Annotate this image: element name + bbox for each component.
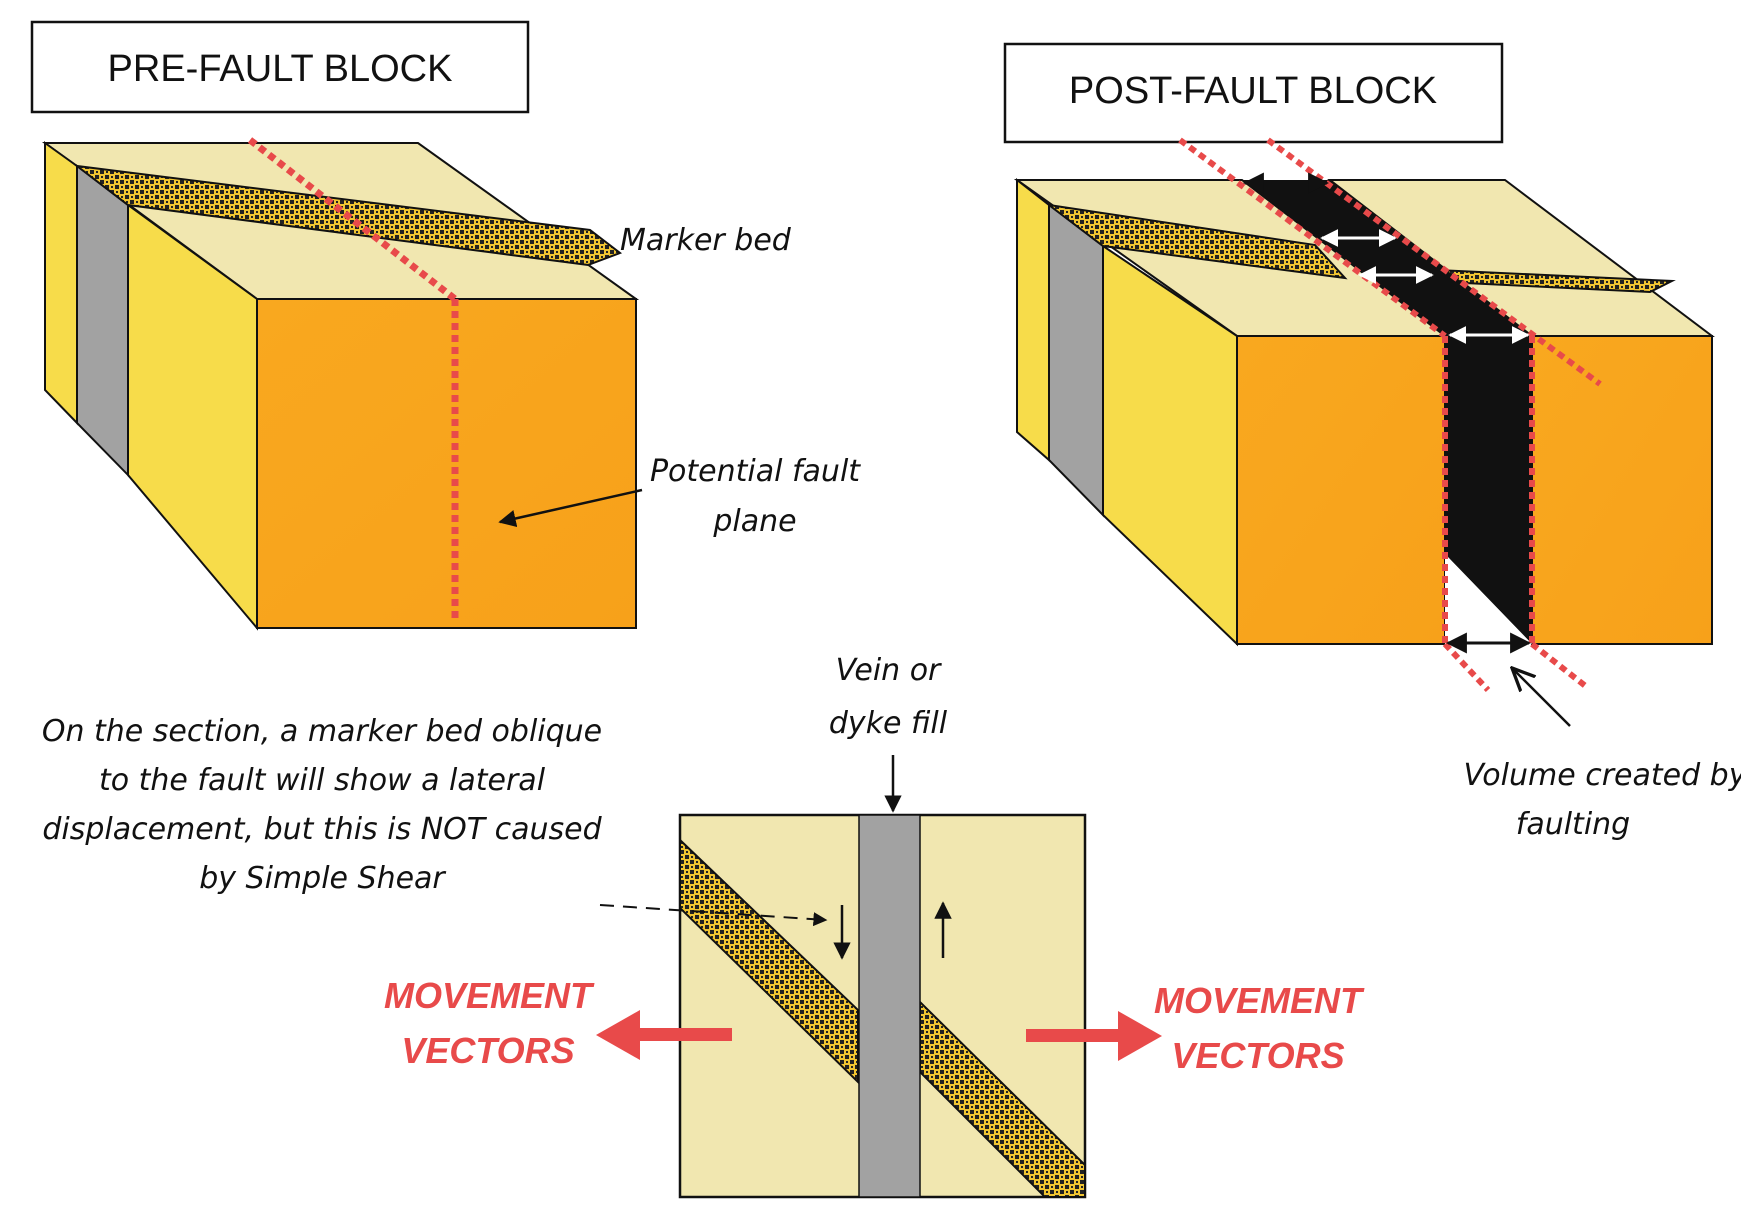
- fault-plane-label-line-2: plane: [712, 504, 796, 539]
- movement-left-arrow: [596, 1010, 732, 1060]
- movement-right-line-1: MOVEMENT: [1154, 980, 1365, 1021]
- cross-section: [599, 813, 1087, 1199]
- volume-pointer-arrow: [1512, 668, 1571, 727]
- pre-side-yellow-1: [44, 141, 78, 426]
- vein-label-line-2: dyke fill: [829, 706, 948, 741]
- movement-left-line-2: VECTORS: [401, 1030, 574, 1071]
- post-gap-top: [1242, 180, 1532, 336]
- post-fault-trace-right-bottom: [1530, 641, 1590, 691]
- pre-side-gray: [76, 163, 129, 478]
- section-note-line-4: by Simple Shear: [199, 861, 446, 896]
- post-fault-title-box: POST-FAULT BLOCK: [1003, 42, 1504, 144]
- post-fault-trace-right-top: [1266, 137, 1602, 387]
- post-fault-trace-left-top: [1178, 137, 1447, 339]
- section-vein: [858, 814, 921, 1198]
- section-marker-bed-left: [679, 837, 859, 1085]
- vein-label-line-1: Vein or: [836, 653, 942, 688]
- pre-fault-title-box: PRE-FAULT BLOCK: [30, 20, 530, 114]
- pre-front-face: [256, 298, 637, 629]
- section-note-line-1: On the section, a marker bed oblique: [42, 714, 602, 749]
- post-side-yellow-1: [1016, 177, 1050, 463]
- post-fault-trace-left-bottom: [1442, 641, 1491, 693]
- post-front-face-left: [1236, 335, 1446, 645]
- post-gap-front: [1445, 336, 1532, 644]
- fault-plane-pointer-arrow: [498, 488, 643, 528]
- post-marker-bed-left: [1048, 204, 1348, 280]
- pre-fault-title: PRE-FAULT BLOCK: [108, 48, 453, 90]
- pre-fault-trace-top: [247, 137, 458, 302]
- post-gap-white-wedge: [1445, 554, 1532, 644]
- movement-right-line-2: VECTORS: [1171, 1035, 1344, 1076]
- post-front-face-right: [1531, 335, 1713, 645]
- post-side-gray: [1048, 202, 1104, 518]
- pre-fault-block: [41, 137, 640, 631]
- volume-label-line-1: Volume created by: [1464, 758, 1741, 793]
- section-note-line-3: displacement, but this is NOT caused: [42, 812, 602, 847]
- volume-label-line-2: faulting: [1516, 807, 1630, 842]
- movement-left-line-1: MOVEMENT: [384, 975, 595, 1016]
- post-fault-title: POST-FAULT BLOCK: [1069, 70, 1437, 112]
- post-fault-block: [1013, 137, 1715, 693]
- section-dashed-pointer: [599, 904, 828, 927]
- marker-bed-label: Marker bed: [620, 223, 792, 258]
- fault-plane-label-line-1: Potential fault: [650, 454, 861, 489]
- movement-right-arrow: [1026, 1011, 1162, 1061]
- section-note-line-2: to the fault will show a lateral: [99, 763, 546, 798]
